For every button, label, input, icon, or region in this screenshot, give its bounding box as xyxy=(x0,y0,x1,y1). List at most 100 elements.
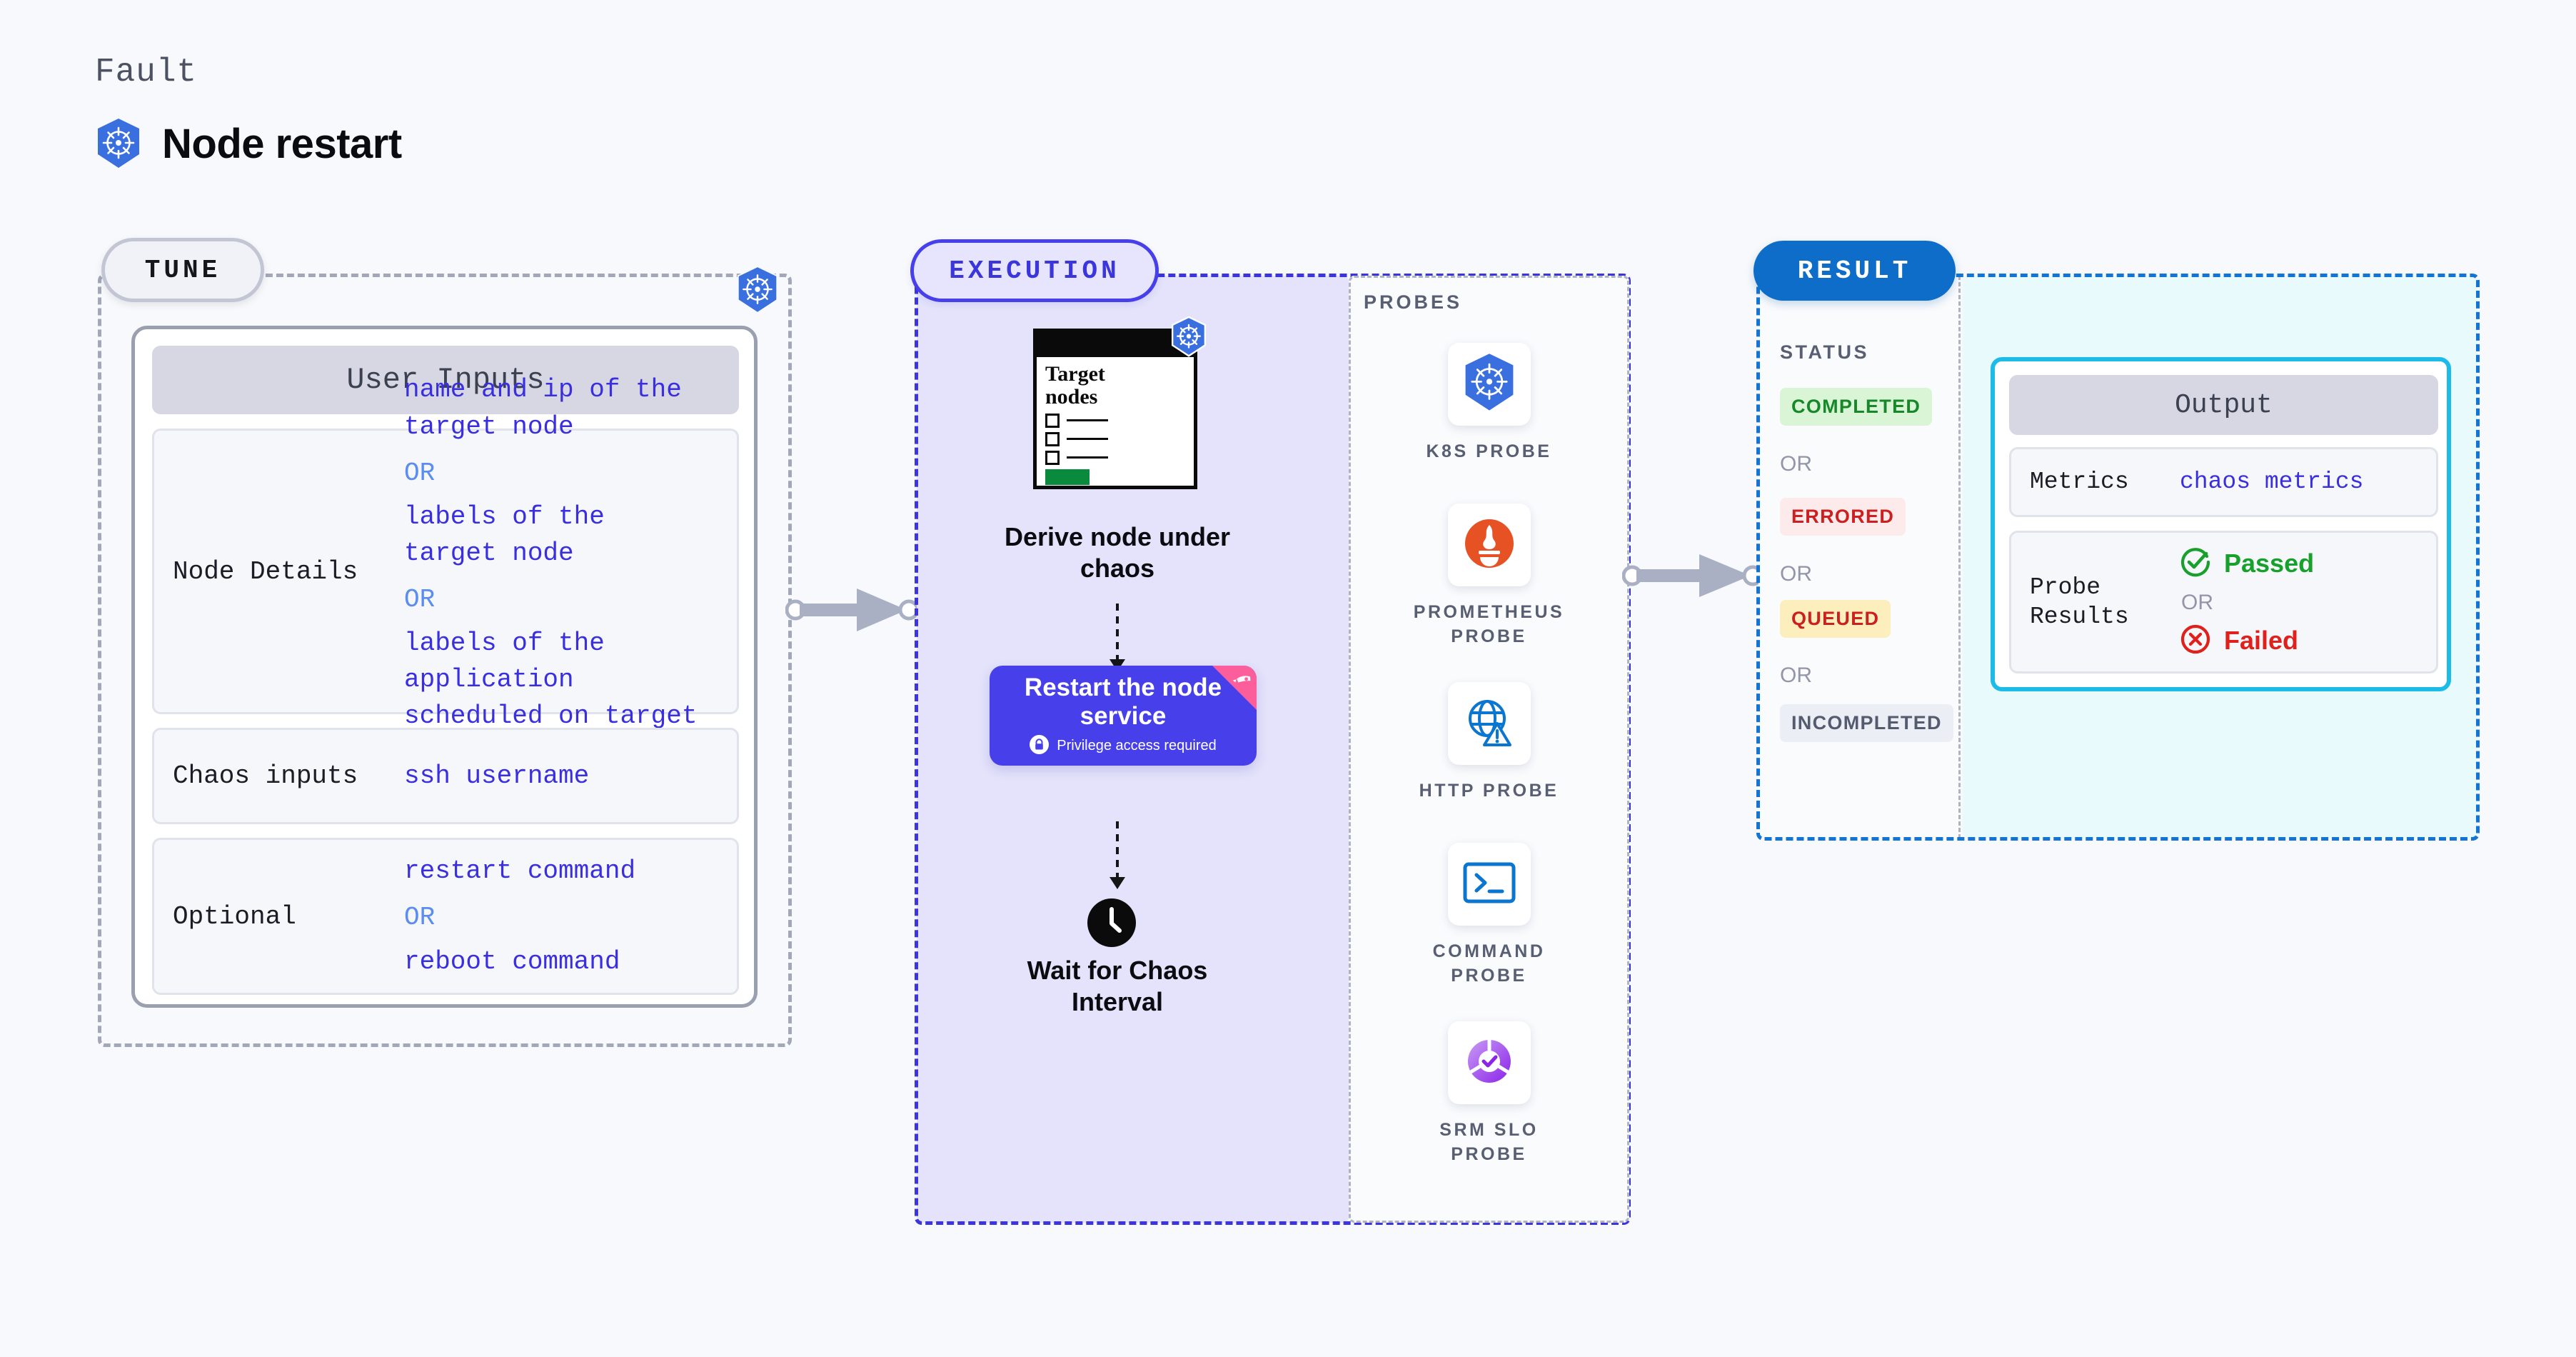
probe-k8s[interactable]: K8S PROBE xyxy=(1349,343,1629,464)
checkbox-icon xyxy=(1045,431,1060,446)
page-title-text: Node restart xyxy=(162,120,402,167)
input-row-values: name and ip of the target node OR labels… xyxy=(404,371,737,771)
probe-label: COMMAND PROBE xyxy=(1432,941,1546,986)
probe-command[interactable]: COMMAND PROBE xyxy=(1349,843,1629,988)
user-inputs-card: User Inputs Node Details name and ip of … xyxy=(131,326,758,1008)
verdict-failed: Failed xyxy=(2180,624,2314,659)
input-row-values: ssh username xyxy=(404,758,589,794)
green-bar-indicator xyxy=(1045,469,1090,485)
kubernetes-icon xyxy=(735,266,780,318)
tune-panel xyxy=(98,274,792,1047)
execution-badge: EXECUTION xyxy=(910,239,1159,302)
probe-tile xyxy=(1447,504,1531,586)
output-row-key: Probe Results xyxy=(2030,574,2129,630)
status-badge-errored: ERRORED xyxy=(1780,498,1906,536)
output-row-metrics: Metrics chaos metrics xyxy=(2009,447,2438,517)
check-circle-icon xyxy=(2180,546,2211,581)
rocket-ribbon-icon xyxy=(1212,666,1257,710)
line-placeholder xyxy=(1067,419,1108,422)
lock-icon xyxy=(1030,734,1050,758)
input-row-key: Node Details xyxy=(173,556,358,586)
input-value: labels of the target node xyxy=(404,501,605,568)
privilege-note-text: Privilege access required xyxy=(1057,738,1217,754)
rocket-glyph-icon xyxy=(1225,666,1257,698)
restart-node-service-step: Restart the node service Privilege acces… xyxy=(990,666,1257,766)
checkbox-icon xyxy=(1045,413,1060,428)
input-value: reboot command xyxy=(404,946,620,976)
terminal-icon xyxy=(1462,861,1516,908)
target-nodes-document: Target nodes xyxy=(1033,329,1197,489)
clock-icon xyxy=(1087,898,1136,951)
document-checklist xyxy=(1037,409,1194,465)
srm-slo-icon xyxy=(1462,1034,1516,1092)
kubernetes-icon xyxy=(1462,353,1516,416)
line-placeholder xyxy=(1067,438,1108,441)
restart-step-title: Restart the node service xyxy=(1024,674,1222,730)
probe-http[interactable]: HTTP PROBE xyxy=(1349,682,1629,803)
verdict-label: Passed xyxy=(2224,549,2315,578)
input-row-key: Chaos inputs xyxy=(173,761,358,791)
output-row-key: Metrics xyxy=(2030,469,2129,496)
kubernetes-icon xyxy=(1170,316,1207,361)
checklist-row xyxy=(1045,450,1194,465)
input-row-chaos-inputs: Chaos inputs ssh username xyxy=(152,728,739,824)
probe-tile xyxy=(1447,682,1531,765)
prometheus-icon xyxy=(1462,516,1516,574)
connector-arrow-tune-to-execution xyxy=(785,586,921,638)
checklist-row xyxy=(1045,413,1194,428)
globe-warning-icon xyxy=(1462,695,1516,753)
probe-label: SRM SLO PROBE xyxy=(1439,1120,1539,1164)
input-row-node-details: Node Details name and ip of the target n… xyxy=(152,375,739,767)
input-row-optional: Optional restart command OR reboot comma… xyxy=(152,838,739,995)
input-row-key: Optional xyxy=(173,901,296,931)
input-value: ssh username xyxy=(404,761,590,791)
kubernetes-icon xyxy=(95,118,142,169)
tune-badge: TUNE xyxy=(101,238,264,302)
probe-tile xyxy=(1447,343,1531,426)
probe-label: PROMETHEUS PROBE xyxy=(1413,602,1565,646)
output-card: Output Metrics chaos metrics Probe Resul… xyxy=(1991,357,2451,691)
input-value: name and ip of the target node xyxy=(404,375,682,441)
status-badge-completed: COMPLETED xyxy=(1780,388,1933,426)
input-value: restart command xyxy=(404,856,636,886)
or-separator: OR xyxy=(1780,664,1812,687)
probe-prometheus[interactable]: PROMETHEUS PROBE xyxy=(1349,504,1629,649)
checklist-row xyxy=(1045,431,1194,446)
line-placeholder xyxy=(1067,456,1108,459)
document-titlebar xyxy=(1037,332,1194,357)
output-row-probe-results: Probe Results Passed OR xyxy=(2009,531,2438,674)
or-separator: OR xyxy=(404,458,436,488)
output-row-value: chaos metrics xyxy=(2180,468,2364,495)
or-separator: OR xyxy=(1780,562,1812,586)
arrowhead-icon xyxy=(1110,877,1125,889)
status-label: STATUS xyxy=(1780,341,1869,363)
or-separator: OR xyxy=(404,903,436,933)
verdict-label: Failed xyxy=(2224,626,2299,655)
step-caption-derive-node: Derive node under chaos xyxy=(1004,522,1231,583)
or-separator: OR xyxy=(2181,590,2213,614)
page-title: Node restart xyxy=(95,118,402,169)
document-title: Target nodes xyxy=(1045,362,1105,409)
input-value: labels of the application scheduled on t… xyxy=(404,629,698,767)
status-column xyxy=(1759,276,1961,838)
probe-tile xyxy=(1447,1021,1531,1104)
output-header: Output xyxy=(2009,375,2438,435)
step-caption-wait-interval: Wait for Chaos Interval xyxy=(1027,956,1208,1016)
status-badge-incompleted: INCOMPLETED xyxy=(1780,704,1953,742)
checkbox-icon xyxy=(1045,450,1060,465)
x-circle-icon xyxy=(2180,624,2211,659)
verdict-passed: Passed xyxy=(2180,546,2314,581)
or-separator: OR xyxy=(404,585,436,614)
connector-arrow-execution-to-result xyxy=(1621,551,1765,604)
probe-tile xyxy=(1447,843,1531,926)
probe-verdicts: Passed OR Failed xyxy=(2180,546,2314,659)
or-separator: OR xyxy=(1780,452,1812,476)
probe-srm-slo[interactable]: SRM SLO PROBE xyxy=(1349,1021,1629,1167)
input-row-values: restart command OR reboot command xyxy=(404,853,635,979)
status-badge-queued: QUEUED xyxy=(1780,600,1891,638)
result-badge: RESULT xyxy=(1754,241,1956,301)
probes-label: PROBES xyxy=(1364,291,1463,313)
flow-arrow-2 xyxy=(1110,821,1125,889)
fault-label: Fault xyxy=(95,54,198,91)
probe-label: K8S PROBE xyxy=(1426,441,1552,461)
